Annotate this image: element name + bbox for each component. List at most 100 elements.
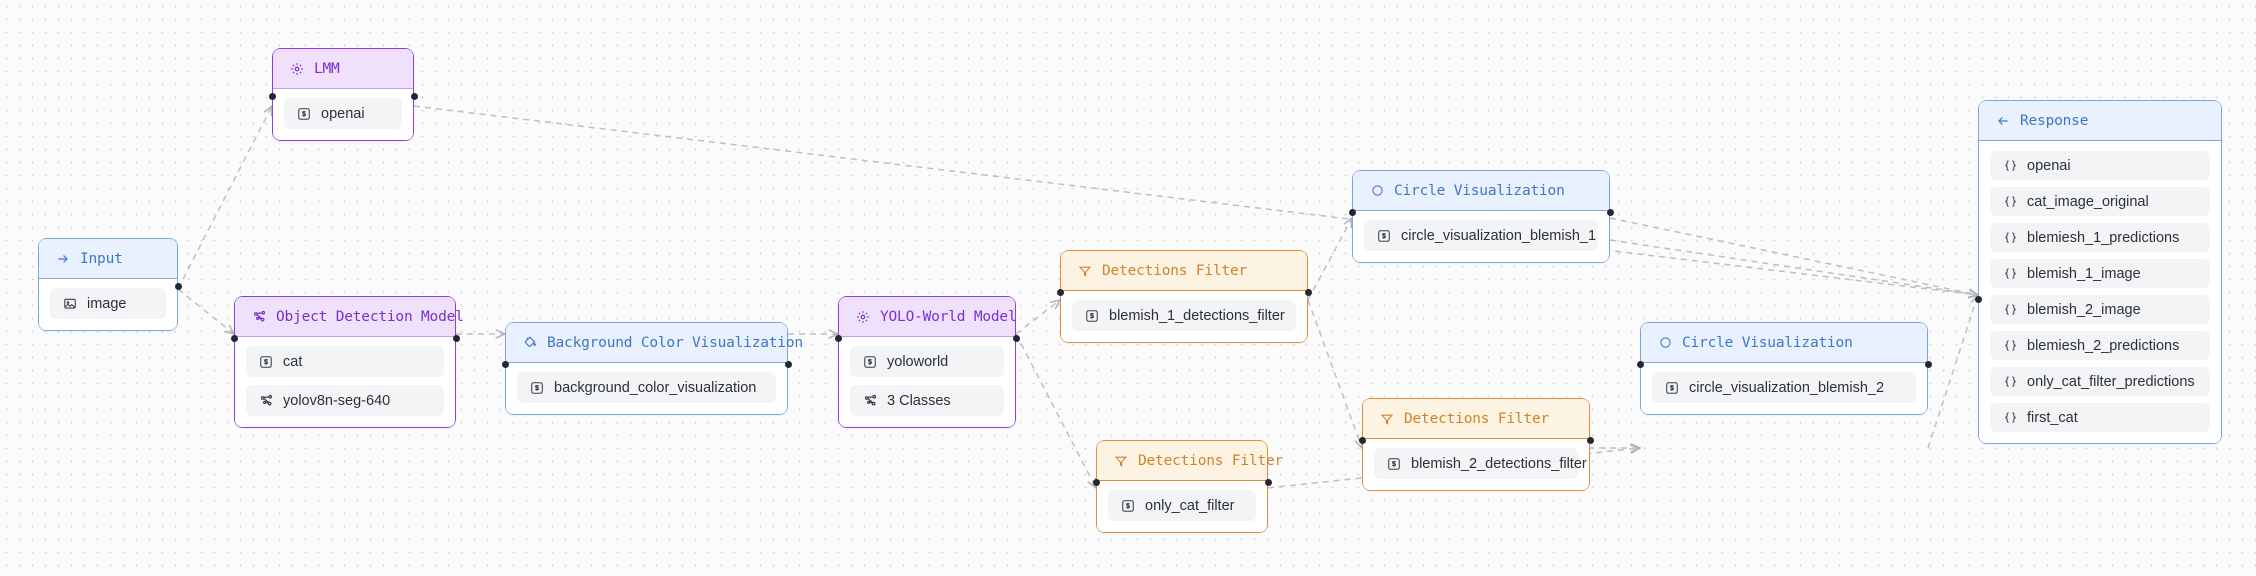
connector-in[interactable] xyxy=(230,335,238,342)
node-detections-filter-blemish-2[interactable]: Detections Filter blemish_2_detections_f… xyxy=(1358,398,1594,491)
node-input-header: Input xyxy=(39,239,177,279)
network-nodes-icon xyxy=(862,393,878,409)
node-circle-visualization-1[interactable]: Circle Visualization circle_visualizatio… xyxy=(1348,170,1614,263)
connector-out[interactable] xyxy=(1264,479,1272,486)
node-background-color-visualization-body: background_color_visualization xyxy=(506,363,787,414)
node-row[interactable]: blemish_1_detections_filter xyxy=(1072,300,1296,331)
braces-icon xyxy=(2002,374,2018,390)
node-row[interactable]: blemish_2_detections_filter xyxy=(1374,448,1587,479)
connector-out[interactable] xyxy=(1012,335,1020,342)
connector-in[interactable] xyxy=(268,93,276,100)
node-input-title: Input xyxy=(80,250,123,267)
node-row[interactable]: yoloworld xyxy=(850,346,1004,377)
node-detections-filter-only-cat[interactable]: Detections Filter only_cat_filter xyxy=(1092,440,1283,533)
connector-out[interactable] xyxy=(410,93,418,100)
node-row-label: circle_visualization_blemish_2 xyxy=(1689,379,1885,396)
node-object-detection-model[interactable]: Object Detection Model cat xyxy=(230,296,464,428)
node-row[interactable]: background_color_visualization xyxy=(517,372,776,403)
node-row[interactable]: only_cat_filter xyxy=(1108,490,1256,521)
connector-in[interactable] xyxy=(1974,296,1982,303)
node-response[interactable]: Response openai xyxy=(1974,100,2222,444)
funnel-icon xyxy=(1379,411,1395,427)
node-object-detection-model-body: cat yolov8n-seg-640 xyxy=(235,337,455,427)
connector-in[interactable] xyxy=(1358,437,1366,444)
node-yolo-world-model[interactable]: YOLO-World Model yoloworld xyxy=(834,296,1020,428)
connector-in[interactable] xyxy=(1092,479,1100,486)
connector-out[interactable] xyxy=(1586,437,1594,444)
list-item[interactable]: blemiesh_2_predictions xyxy=(1990,331,2210,360)
list-item-label: blemish_1_image xyxy=(2027,265,2141,282)
list-item[interactable]: blemish_1_image xyxy=(1990,259,2210,288)
connector-out[interactable] xyxy=(452,335,460,342)
dollar-box-icon xyxy=(258,354,274,370)
connector-in[interactable] xyxy=(834,335,842,342)
dollar-box-icon xyxy=(529,380,545,396)
node-lmm-header: LMM xyxy=(273,49,413,89)
node-detections-filter-blemish-1[interactable]: Detections Filter blemish_1_detections_f… xyxy=(1056,250,1312,343)
list-item[interactable]: blemiesh_1_predictions xyxy=(1990,223,2210,252)
paint-bucket-icon xyxy=(522,335,538,351)
dollar-box-icon xyxy=(1664,380,1680,396)
connector-out[interactable] xyxy=(1606,209,1614,216)
node-row-label: image xyxy=(87,295,127,312)
node-row[interactable]: circle_visualization_blemish_2 xyxy=(1652,372,1916,403)
braces-icon xyxy=(2002,230,2018,246)
connector-out[interactable] xyxy=(174,283,182,290)
node-row[interactable]: circle_visualization_blemish_1 xyxy=(1364,220,1598,251)
connector-in[interactable] xyxy=(1056,289,1064,296)
braces-icon xyxy=(2002,266,2018,282)
connector-in[interactable] xyxy=(1348,209,1356,216)
funnel-icon xyxy=(1077,263,1093,279)
connector-out[interactable] xyxy=(1924,361,1932,368)
connector-in[interactable] xyxy=(501,361,509,368)
node-row-label: cat xyxy=(283,353,303,370)
connector-out[interactable] xyxy=(784,361,792,368)
dollar-box-icon xyxy=(296,106,312,122)
node-row-label: blemish_1_detections_filter xyxy=(1109,307,1285,324)
node-detections-filter-blemish-1-body: blemish_1_detections_filter xyxy=(1061,291,1307,342)
node-detections-filter-blemish-2-title: Detections Filter xyxy=(1404,410,1550,427)
node-row-label: openai xyxy=(321,105,365,122)
network-nodes-icon xyxy=(258,393,274,409)
node-row-label: yolov8n-seg-640 xyxy=(283,392,391,409)
node-detections-filter-blemish-1-header: Detections Filter xyxy=(1061,251,1307,291)
node-row[interactable]: yolov8n-seg-640 xyxy=(246,385,444,416)
node-input-body: image xyxy=(39,279,177,330)
list-item-label: only_cat_filter_predictions xyxy=(2027,373,2195,390)
braces-icon xyxy=(2002,158,2018,174)
list-item[interactable]: openai xyxy=(1990,151,2210,180)
funnel-icon xyxy=(1113,453,1129,469)
node-detections-filter-blemish-1-title: Detections Filter xyxy=(1102,262,1248,279)
braces-icon xyxy=(2002,410,2018,426)
node-object-detection-model-header: Object Detection Model xyxy=(235,297,464,337)
dollar-box-icon xyxy=(1386,456,1402,472)
node-response-title: Response xyxy=(2020,112,2089,129)
node-detections-filter-only-cat-header: Detections Filter xyxy=(1097,441,1283,481)
node-row[interactable]: cat xyxy=(246,346,444,377)
list-item[interactable]: only_cat_filter_predictions xyxy=(1990,367,2210,396)
list-item-label: cat_image_original xyxy=(2027,193,2149,210)
node-row[interactable]: openai xyxy=(284,98,402,129)
connector-in[interactable] xyxy=(1636,361,1644,368)
arrow-right-icon xyxy=(55,251,71,267)
node-yolo-world-model-body: yoloworld 3 Classes xyxy=(839,337,1015,427)
node-row[interactable]: image xyxy=(50,288,166,319)
node-circle-visualization-2-title: Circle Visualization xyxy=(1682,334,1853,351)
node-circle-visualization-2-body: circle_visualization_blemish_2 xyxy=(1641,363,1927,414)
list-item-label: openai xyxy=(2027,157,2071,174)
node-lmm[interactable]: LMM openai xyxy=(268,48,418,141)
arrow-left-icon xyxy=(1995,113,2011,129)
list-item[interactable]: cat_image_original xyxy=(1990,187,2210,216)
node-input[interactable]: Input image xyxy=(38,238,182,331)
node-row[interactable]: 3 Classes xyxy=(850,385,1004,416)
circle-icon xyxy=(1369,183,1385,199)
list-item[interactable]: first_cat xyxy=(1990,403,2210,432)
list-item[interactable]: blemish_2_image xyxy=(1990,295,2210,324)
connector-out[interactable] xyxy=(1304,289,1312,296)
node-circle-visualization-2[interactable]: Circle Visualization circle_visualizatio… xyxy=(1636,322,1932,415)
node-detections-filter-only-cat-body: only_cat_filter xyxy=(1097,481,1267,532)
node-background-color-visualization-title: Background Color Visualization xyxy=(547,334,803,351)
node-background-color-visualization[interactable]: Background Color Visualization backgroun… xyxy=(501,322,803,415)
node-detections-filter-blemish-2-body: blemish_2_detections_filter xyxy=(1363,439,1589,490)
